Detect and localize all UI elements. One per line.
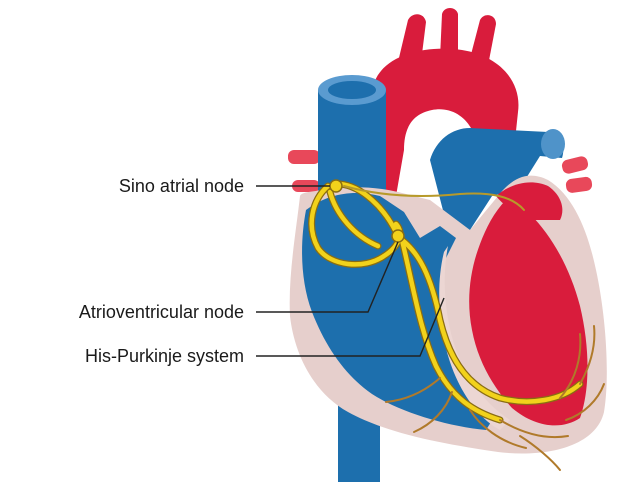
av-node xyxy=(392,230,404,242)
his-purkinje-label: His-Purkinje system xyxy=(85,346,244,366)
sa-node xyxy=(330,180,342,192)
av-node-label: Atrioventricular node xyxy=(79,302,244,322)
sa-node-label: Sino atrial node xyxy=(119,176,244,196)
